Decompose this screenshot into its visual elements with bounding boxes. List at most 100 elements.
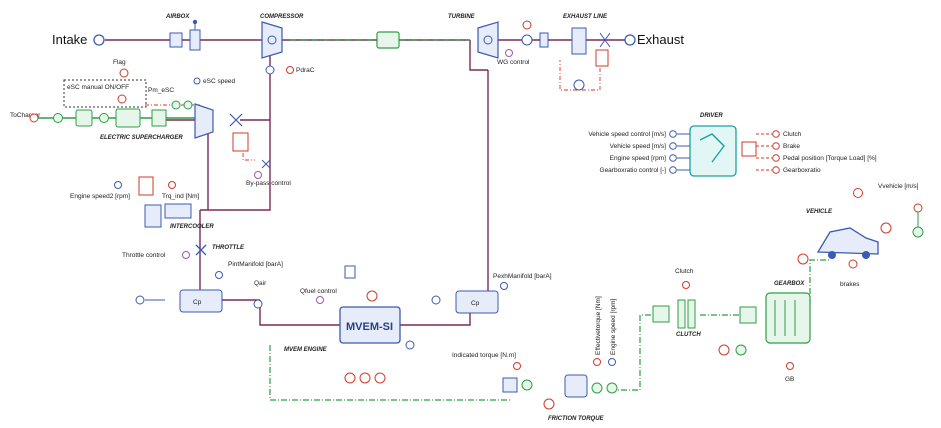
gearbox-block[interactable]: GEARBOX xyxy=(765,281,811,344)
airbox-title: AIRBOX xyxy=(165,14,190,20)
wg-port-icon xyxy=(505,49,513,57)
plenum-icon xyxy=(179,289,223,313)
gearbox-to-vehicle xyxy=(809,259,830,305)
esc-chain[interactable]: ToCharger ELECTRIC SUPERCHARGER xyxy=(10,103,214,141)
flag-label: Flag xyxy=(113,59,126,66)
intake-port-icon[interactable] xyxy=(93,34,105,46)
qfuel-port-icon xyxy=(316,296,324,304)
friction-torque-block[interactable]: FRICTION TORQUE xyxy=(548,374,605,422)
bypass-signal xyxy=(242,135,255,161)
supercharger-compressor-icon xyxy=(194,103,214,139)
driver-input-port-icon[interactable] xyxy=(669,166,677,174)
intercooler-icon xyxy=(144,204,162,228)
intake-label: Intake xyxy=(52,32,87,47)
battery-icon xyxy=(53,113,63,123)
temperature-port-icon xyxy=(431,295,441,305)
throttle-port-icon xyxy=(182,251,190,259)
wheel-icon xyxy=(828,251,836,259)
manifold-to-engine xyxy=(259,300,340,326)
engine-block[interactable]: MVEM-SI MVEM ENGINE xyxy=(284,306,415,384)
power-sensor-icon xyxy=(171,100,181,110)
driver-input-label: Gearboxratio control [-] xyxy=(600,167,667,174)
controller-icon xyxy=(595,49,609,67)
driver-input-port-icon[interactable] xyxy=(669,130,677,138)
pipe-icon xyxy=(539,32,549,48)
esc-speed-label: eSC speed xyxy=(203,78,236,85)
compressor-icon xyxy=(261,21,283,59)
pexh-manifold-label: PexhManifold [barA] xyxy=(493,273,552,280)
driver-output-port-icon[interactable] xyxy=(772,130,780,138)
sensor-icon xyxy=(521,34,533,46)
temperature-port-icon xyxy=(135,295,145,305)
signal-path xyxy=(145,50,601,161)
heat-exchanger-icon xyxy=(164,203,192,219)
clutch-port-icon xyxy=(682,281,690,289)
injector-icon xyxy=(344,265,356,279)
clutch-plate-icon xyxy=(677,299,686,329)
qair-label: Qair xyxy=(254,280,267,287)
speed-sensor-icon xyxy=(183,100,193,110)
flag-port-icon xyxy=(119,68,129,78)
switch-port-icon xyxy=(117,94,127,104)
current-sensor-icon xyxy=(99,113,109,123)
qfuel-control-label: Qfuel control xyxy=(300,288,337,295)
throttle-valve-icon xyxy=(195,244,207,256)
bypass-vertical xyxy=(200,120,271,211)
intake-manifold-block[interactable]: Cp xyxy=(179,289,223,313)
exhaust-label: Exhaust xyxy=(637,32,684,47)
throttle-title: THROTTLE xyxy=(212,245,245,251)
driver-input-label: Vehicle speed [m/s] xyxy=(610,143,667,150)
input-port-icon xyxy=(374,372,386,384)
compressor-block[interactable]: COMPRESSOR xyxy=(260,14,304,59)
pm-esc-label: Pm_eSC xyxy=(148,87,174,94)
driver-inputs: Vehicle speed control [m/s]Vehicle speed… xyxy=(588,130,690,174)
turbine-block[interactable]: TURBINE xyxy=(448,14,499,59)
inverter-icon xyxy=(75,109,93,127)
pdrac-label: PdraC xyxy=(296,67,315,74)
brakes-port-icon xyxy=(848,259,858,269)
driver-input-label: Engine speed [rpm] xyxy=(610,155,667,162)
exhaust-manifold-block[interactable]: Cp xyxy=(455,290,499,314)
car-icon xyxy=(816,227,879,255)
exhaust-line-block[interactable]: EXHAUST LINE xyxy=(521,14,611,91)
driver-output-port-icon[interactable] xyxy=(772,166,780,174)
pint-manifold-label: PintManifold [barA] xyxy=(228,261,283,268)
engine-block-text: MVEM-SI xyxy=(346,321,393,333)
throttle-block[interactable]: THROTTLE xyxy=(195,244,245,256)
speed-sensor-icon xyxy=(521,379,533,391)
wg-control-label: WG control xyxy=(497,59,530,66)
bypass-block[interactable]: By-pass control xyxy=(229,113,291,187)
exhaust-port-icon[interactable] xyxy=(624,34,636,46)
driver-block[interactable]: DRIVER xyxy=(689,113,757,177)
bypass-controller-icon xyxy=(232,132,249,152)
torque-map-icon xyxy=(138,176,154,196)
rotor-icon xyxy=(483,35,493,45)
driver-input-port-icon[interactable] xyxy=(669,154,677,162)
temperature-port-icon xyxy=(405,340,415,350)
muffler-icon xyxy=(571,27,587,55)
sensor-icon xyxy=(735,344,747,356)
gb-label: GB xyxy=(785,376,794,383)
effective-torque-label: Effectivetorque [Nm] xyxy=(595,296,602,355)
driver-output-port-icon[interactable] xyxy=(772,142,780,150)
intercooler-block[interactable]: INTERCOOLER xyxy=(144,203,214,230)
driver-input-port-icon[interactable] xyxy=(669,142,677,150)
turbine-title: TURBINE xyxy=(448,14,476,20)
indicated-torque-label: Indicated torque [N.m] xyxy=(452,352,516,359)
vehicle-block[interactable]: VEHICLE xyxy=(806,209,879,259)
clutch-plate-icon xyxy=(687,299,696,329)
airbox-block[interactable]: AIRBOX xyxy=(165,14,201,51)
turbine-icon xyxy=(477,21,499,59)
engine-shaft-bottom xyxy=(269,345,510,401)
valve-icon xyxy=(599,32,611,48)
clutch-block[interactable]: CLUTCH xyxy=(676,299,701,338)
clutch-title: CLUTCH xyxy=(676,332,701,338)
bypass-control-label: By-pass control xyxy=(246,180,291,187)
driver-output-port-icon[interactable] xyxy=(772,154,780,162)
cp-left-label: Cp xyxy=(193,299,202,306)
filter-icon xyxy=(189,29,201,51)
turbine-inlet xyxy=(469,40,488,71)
